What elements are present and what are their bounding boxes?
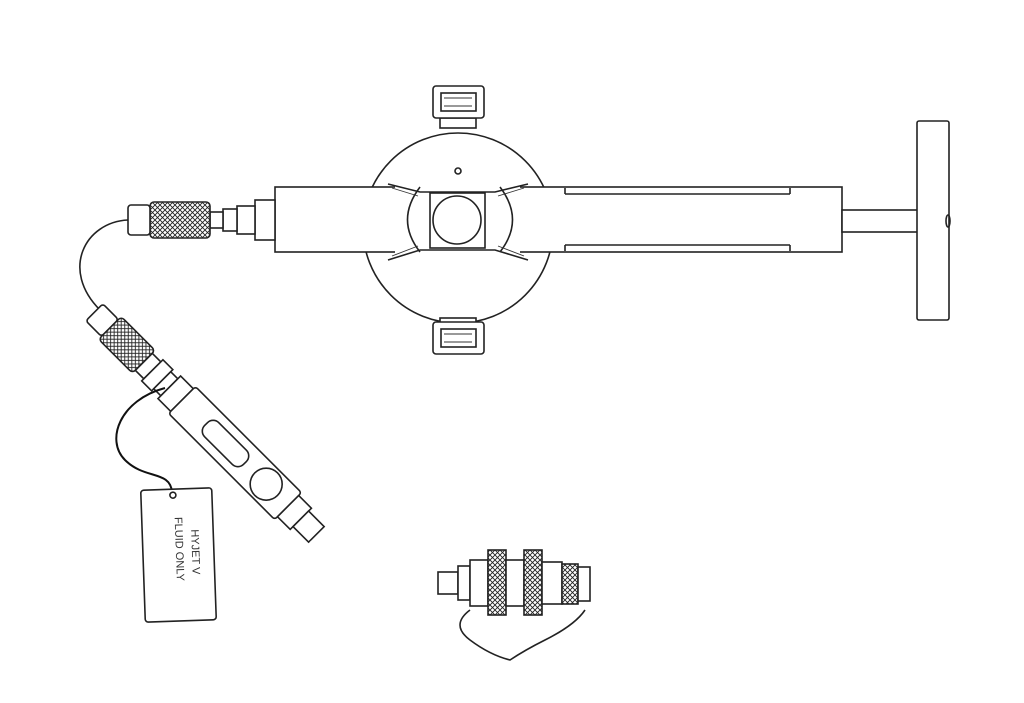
tag-chain: [115, 387, 173, 493]
outlet-fitting: [127, 199, 276, 241]
pump-cylinder: [274, 180, 843, 261]
fluid-warning-tag: HYJET V FLUID ONLY: [140, 487, 217, 623]
bottom-mount-clip: [432, 317, 485, 355]
dust-cap-chain: [459, 609, 586, 661]
upper-hose: [79, 219, 129, 311]
t-handle[interactable]: [841, 120, 951, 321]
tag-line-2: FLUID ONLY: [172, 517, 186, 582]
inline-valve-assembly: [86, 304, 326, 544]
top-mount-clip: [432, 85, 485, 129]
quick-disconnect-coupling[interactable]: [437, 549, 591, 661]
tag-line-1: HYJET V: [188, 529, 202, 575]
